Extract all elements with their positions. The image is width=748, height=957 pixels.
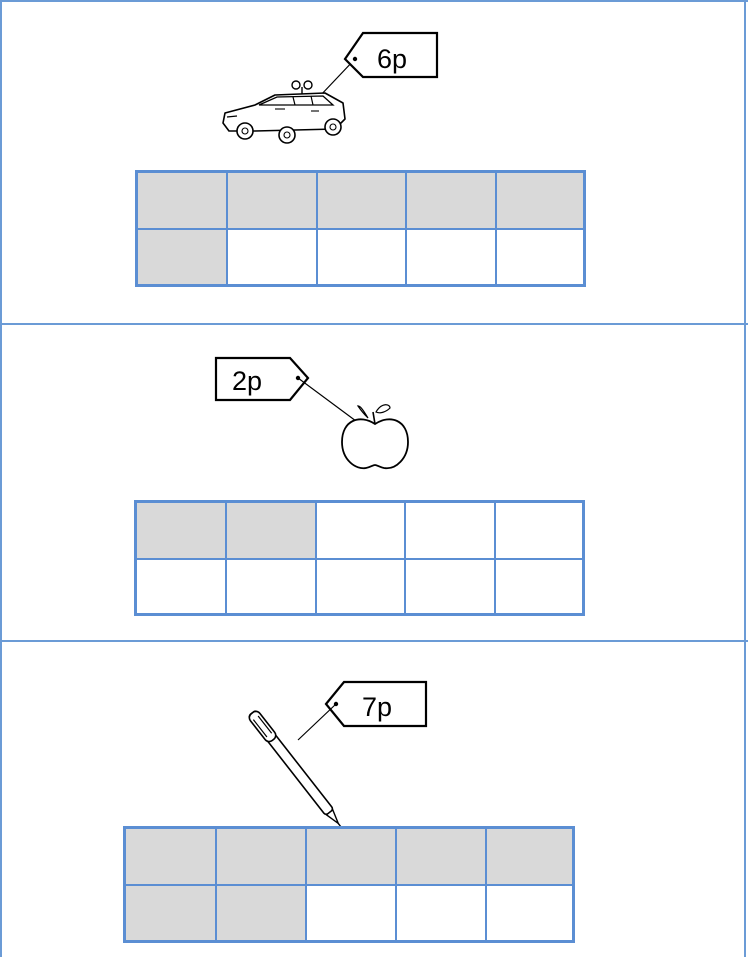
frame-cell — [227, 172, 317, 229]
frame-cell — [316, 502, 405, 559]
ten-frame-pen — [123, 826, 575, 943]
frame-cell — [317, 172, 406, 229]
frame-cell — [137, 229, 227, 285]
frame-cell — [316, 559, 405, 614]
pen-price-tag: 7p — [362, 692, 392, 722]
frame-cell — [227, 229, 317, 285]
frame-cell — [306, 885, 396, 941]
apple-icon: 2p — [210, 348, 430, 478]
panel-right-border — [744, 0, 746, 957]
toy-car-price-tag: 6p — [377, 44, 407, 74]
frame-cell — [495, 502, 583, 559]
frame-cell — [317, 229, 406, 285]
frame-cell — [136, 559, 226, 614]
frame-cell — [486, 885, 573, 941]
frame-cell — [226, 502, 316, 559]
frame-cell — [125, 885, 216, 941]
frame-cell — [396, 885, 486, 941]
panel-divider-1 — [0, 323, 748, 325]
frame-cell — [496, 229, 584, 285]
frame-cell — [486, 828, 573, 885]
frame-cell — [226, 559, 316, 614]
frame-cell — [495, 559, 583, 614]
frame-cell — [406, 229, 496, 285]
frame-cell — [406, 172, 496, 229]
panel-left-border — [0, 0, 2, 957]
frame-cell — [125, 828, 216, 885]
panel-divider-2 — [0, 640, 748, 642]
toy-car-icon: 6p — [215, 25, 455, 155]
frame-cell — [137, 172, 227, 229]
apple-price-tag: 2p — [232, 366, 262, 396]
frame-cell — [405, 502, 495, 559]
frame-cell — [136, 502, 226, 559]
pen-icon: 7p — [248, 676, 448, 806]
frame-cell — [216, 828, 306, 885]
frame-cell — [405, 559, 495, 614]
frame-cell — [216, 885, 306, 941]
panel-divider-top — [0, 0, 748, 2]
ten-frame-toy-car — [135, 170, 586, 287]
frame-cell — [306, 828, 396, 885]
ten-frame-apple — [134, 500, 585, 616]
frame-cell — [396, 828, 486, 885]
frame-cell — [496, 172, 584, 229]
